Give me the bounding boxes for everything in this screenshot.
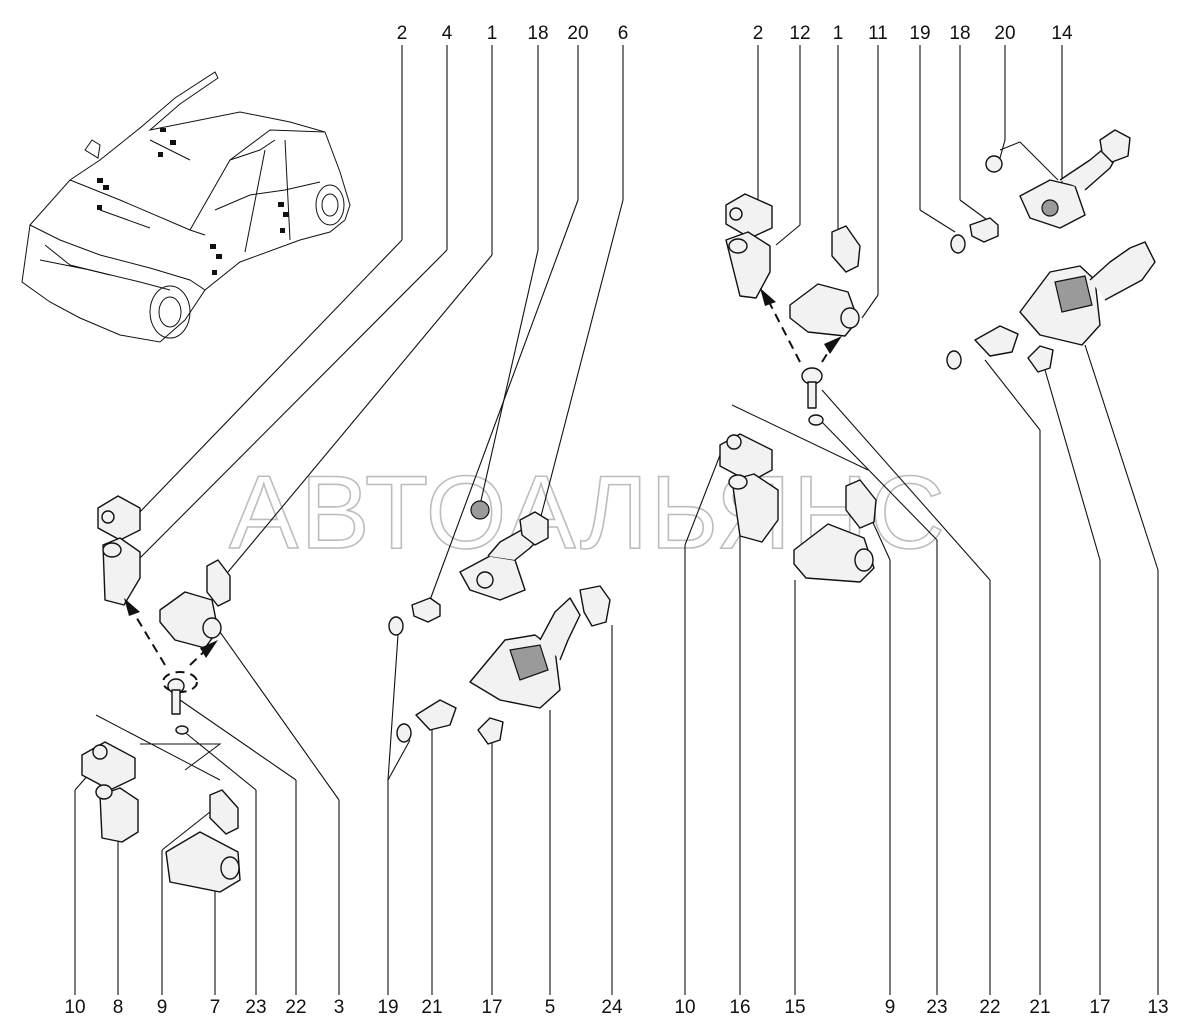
right-door-check-upper: [950, 129, 1131, 254]
left-door-check-lower: [396, 585, 611, 745]
callout-label: 18: [949, 23, 970, 44]
right-upper-hinge: [725, 193, 861, 337]
callout-label: 21: [1029, 997, 1050, 1018]
callout-label: 22: [285, 997, 306, 1018]
callout-label: 23: [926, 997, 947, 1018]
callout-label: 3: [334, 997, 345, 1018]
callout-label: 5: [545, 997, 556, 1018]
right-door-check-lower: [946, 241, 1156, 373]
callout-label: 17: [1089, 997, 1110, 1018]
callouts-top-right: 2 12 1 11 19 18 20 14: [753, 23, 1073, 44]
callout-label: 1: [833, 23, 844, 44]
callout-label: 2: [397, 23, 408, 44]
callout-label: 18: [527, 23, 548, 44]
left-upper-hinge: [97, 495, 231, 649]
right-hinge-pin: [801, 367, 824, 426]
callout-label: 11: [868, 23, 888, 44]
callout-label: 2: [753, 23, 764, 44]
callouts-bottom: 10 8 9 7 23 22 3 19 21 17 5 24 10 16 15 …: [64, 997, 1168, 1018]
callout-label: 10: [64, 997, 85, 1018]
callouts-top-left: 2 4 1 18 20 6: [397, 23, 629, 44]
callout-label: 19: [377, 997, 398, 1018]
left-lower-hinge: [81, 714, 241, 893]
callout-label: 14: [1051, 23, 1073, 44]
callout-label: 7: [210, 997, 221, 1018]
callout-label: 23: [245, 997, 266, 1018]
callout-label: 8: [113, 997, 124, 1018]
callout-label: 15: [784, 997, 805, 1018]
callout-label: 12: [789, 23, 810, 44]
callout-label: 9: [885, 997, 896, 1018]
callout-label: 17: [481, 997, 502, 1018]
car-overview: [21, 71, 351, 343]
left-hinge-pin: [167, 678, 189, 735]
callout-label: 6: [618, 23, 629, 44]
right-lower-hinge: [719, 404, 877, 583]
right-hinge-arrows: [760, 288, 842, 363]
callout-label: 20: [567, 23, 588, 44]
callout-label: 16: [729, 997, 750, 1018]
left-door-check-upper: [388, 500, 549, 636]
callout-label: 4: [442, 23, 453, 44]
callout-label: 22: [979, 997, 1000, 1018]
callout-label: 24: [601, 997, 623, 1018]
callout-label: 13: [1147, 997, 1168, 1018]
callout-label: 1: [487, 23, 498, 44]
car-hinge-markers: [97, 128, 289, 275]
callout-label: 9: [157, 997, 168, 1018]
callout-label: 10: [674, 997, 695, 1018]
callout-label: 19: [909, 23, 930, 44]
callout-label: 21: [421, 997, 442, 1018]
callout-label: 20: [994, 23, 1015, 44]
